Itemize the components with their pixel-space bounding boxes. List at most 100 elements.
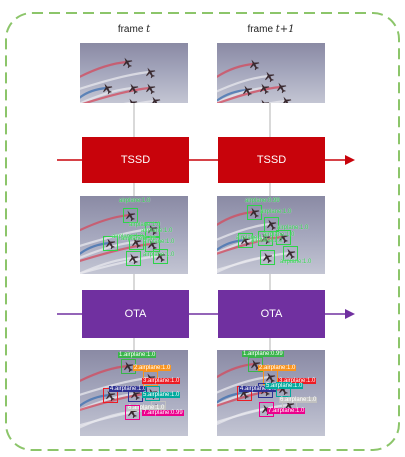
detection-label: airplane:1.0: [143, 239, 175, 245]
airplane-icon: [156, 251, 166, 263]
detection-label: 7.airplane:1.0: [267, 408, 306, 414]
smoke-trail: [217, 238, 246, 252]
smoke-trail: [217, 362, 256, 379]
detection-label: airplane:1.0: [251, 238, 283, 244]
ota-block-t: OTA: [82, 290, 189, 338]
smoke-trail: [134, 99, 156, 103]
column-title-t: frame t: [117, 24, 151, 35]
detection-label: 2.airplane:1.0: [258, 365, 297, 371]
smoke-trail: [217, 235, 284, 255]
smoke-trail: [80, 60, 128, 78]
airplane-icon: [106, 238, 116, 250]
airplane-icon: [106, 390, 116, 402]
smoke-trail: [80, 393, 111, 408]
airplane-icon: [265, 71, 275, 83]
airplane-icon: [286, 248, 296, 260]
detection-label: airplane:1.0: [260, 209, 292, 215]
airplane-icon: [261, 233, 271, 245]
tssd-block-t: TSSD: [82, 137, 189, 183]
bounding-box: [103, 236, 118, 251]
airplane-icon: [148, 239, 158, 251]
detection-label: airplane:1.0: [277, 225, 309, 231]
column-title-t1: frame t+1: [247, 24, 295, 35]
airplane-icon: [260, 83, 270, 95]
airplane-icon: [151, 96, 161, 103]
smoke-trail: [217, 210, 255, 227]
airplane-icon: [279, 232, 289, 244]
detection-label: 3.airplane:1.0: [142, 378, 181, 384]
smoke-trail: [217, 86, 265, 103]
smoke-trail: [80, 213, 131, 232]
airplane-icon: [266, 372, 276, 384]
smoke-trail: [80, 227, 153, 248]
airplane-icon: [103, 83, 113, 95]
detection-label: 2.airplane:1.0: [133, 365, 172, 371]
bounding-box: [276, 382, 291, 397]
smoke-trail: [217, 375, 271, 394]
bounding-box: [276, 230, 291, 245]
detection-label: airplane:1.0: [129, 222, 161, 228]
airplane-icon: [132, 237, 142, 249]
smoke-trail: [80, 392, 136, 411]
airplane-icon: [243, 85, 253, 97]
airplane-icon: [123, 57, 133, 69]
detection-label: 7.airplane:0.99: [142, 410, 184, 416]
airplane-icon: [282, 96, 292, 103]
airplane-icon: [148, 224, 158, 236]
bounding-box: [123, 208, 138, 223]
sky-photo: [80, 43, 188, 103]
airplane-icon: [146, 83, 156, 95]
smoke-trail: [217, 88, 248, 103]
bounding-box: [258, 231, 273, 246]
smoke-trail: [217, 85, 282, 103]
smoke-trail: [80, 70, 151, 90]
tssd-block-t1: TSSD: [218, 137, 325, 183]
input-frame-t1: [217, 43, 325, 103]
detection-label: 6.airplane:1.0: [279, 397, 318, 403]
ota-arrowhead: [345, 309, 355, 319]
bounding-box: [283, 246, 298, 261]
airplane-icon: [129, 83, 139, 95]
detection-label: airplane:0.99: [121, 236, 156, 242]
detection-label: 4.airplane:1.0: [239, 386, 278, 392]
smoke-trail: [82, 86, 151, 103]
bounding-box: [125, 405, 140, 420]
airplane-icon: [128, 98, 138, 103]
detection-label: airplane:1.0: [141, 228, 173, 234]
detection-label: 5.airplane:1.0: [265, 383, 304, 389]
bounding-box: [248, 357, 263, 372]
sky-photo: [217, 350, 325, 436]
smoke-trail: [80, 364, 129, 383]
bounding-box: [238, 233, 253, 248]
detection-label: airplane:1.0: [263, 232, 295, 238]
smoke-trail: [80, 240, 137, 259]
bounding-box: [145, 222, 160, 237]
smoke-trail: [80, 256, 134, 274]
airplane-icon: [267, 219, 277, 231]
airplane-icon: [124, 361, 134, 373]
ota-block-t1: OTA: [218, 290, 325, 338]
smoke-trail: [217, 255, 268, 274]
detection-label: 4.airplane:1.0: [109, 386, 148, 392]
bounding-box: [247, 205, 262, 220]
detection-label: airplane:1.0: [236, 235, 268, 241]
airplane-icon: [260, 99, 270, 103]
smoke-trail: [217, 407, 267, 426]
smoke-trail: [80, 410, 133, 429]
smoke-trail: [80, 242, 153, 263]
detection-label: 5.airplane:1.0: [142, 392, 181, 398]
airplane-icon: [250, 59, 260, 71]
smoke-trail: [80, 241, 111, 256]
airplane-icon: [131, 389, 141, 401]
smoke-trail: [80, 86, 134, 103]
detection-label: airplane:1.0: [119, 198, 151, 204]
smoke-trail: [217, 391, 245, 404]
detection-label: airplane:0.99: [245, 198, 280, 204]
sky-photo: [217, 43, 325, 103]
smoke-trail: [80, 86, 108, 99]
